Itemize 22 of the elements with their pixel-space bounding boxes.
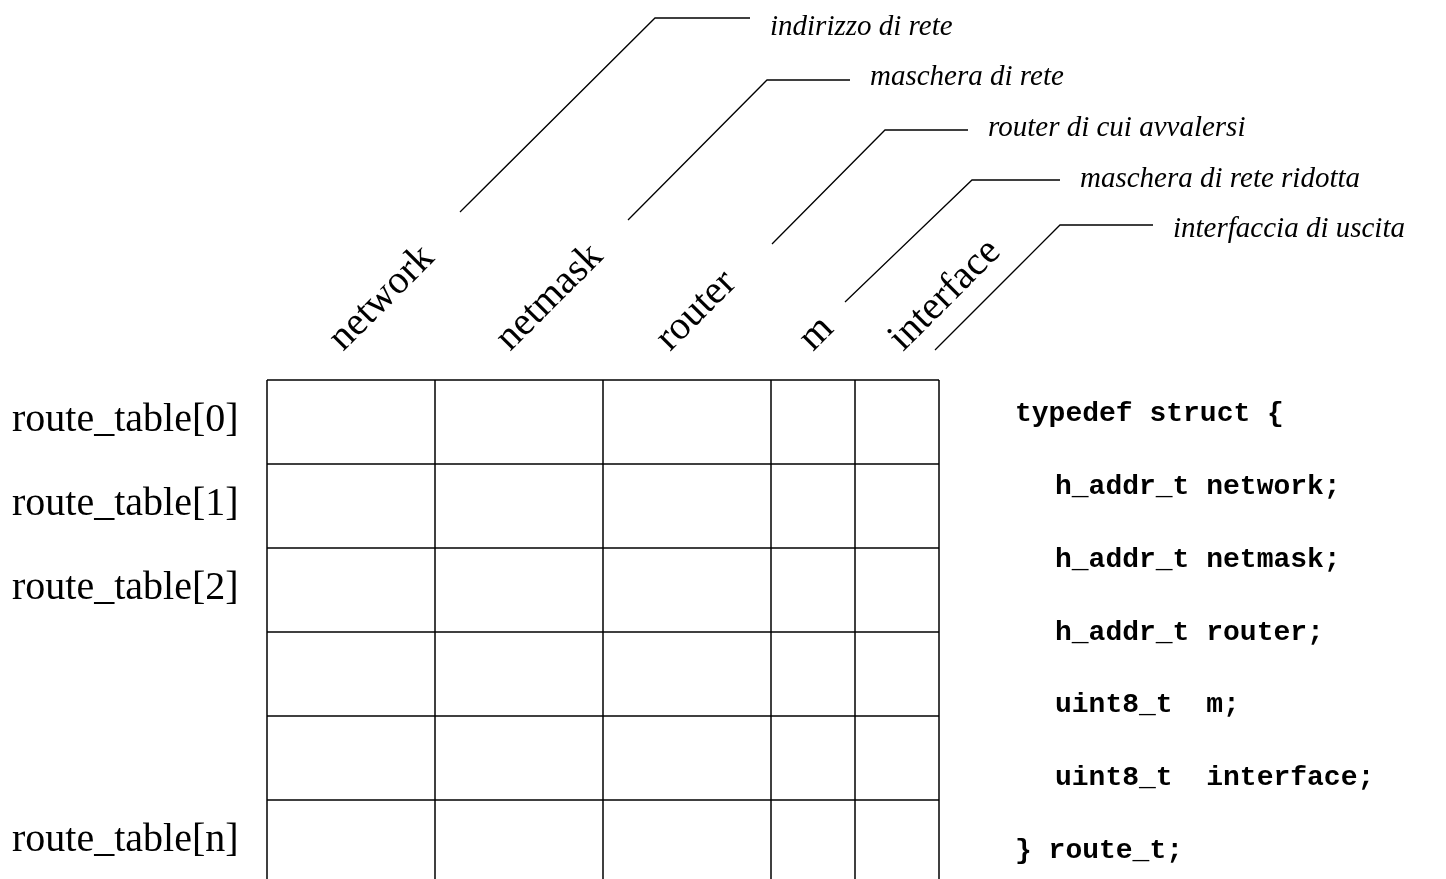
field-description: maschera di rete (870, 58, 1064, 92)
field-description: router di cui avvalersi (988, 109, 1246, 143)
code-line: h_addr_t netmask; (1055, 543, 1341, 577)
row-label: route_table[0] (12, 396, 239, 440)
leader-line (459, 17, 751, 213)
leader-line (844, 179, 1061, 303)
code-line: uint8_t interface; (1055, 761, 1375, 795)
column-heading: m (789, 306, 840, 357)
code-line: typedef struct { (1015, 397, 1284, 431)
code-line: h_addr_t network; (1055, 470, 1341, 504)
row-label: route_table[n] (12, 816, 239, 860)
leader-line (771, 129, 969, 245)
field-description: indirizzo di rete (770, 8, 953, 42)
leader-line (627, 79, 851, 221)
row-label: route_table[1] (12, 480, 239, 524)
field-description: maschera di rete ridotta (1080, 160, 1361, 194)
row-label: route_table[2] (12, 564, 239, 608)
code-line: uint8_t m; (1055, 688, 1240, 722)
code-line: } route_t; (1015, 834, 1184, 868)
field-description: interfaccia di uscita (1173, 210, 1405, 244)
code-line: h_addr_t router; (1055, 616, 1324, 650)
leader-line (934, 224, 1154, 351)
